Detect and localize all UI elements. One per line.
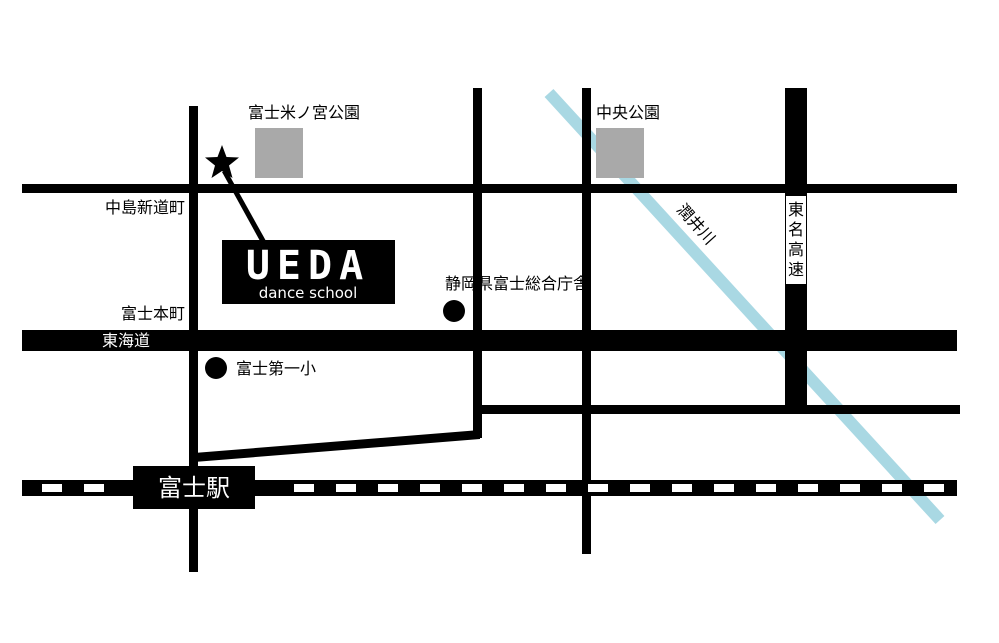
road-east-lower	[475, 405, 960, 414]
railway-dash	[756, 484, 776, 492]
park-fujiyone-label: 富士米ノ宮公園	[248, 103, 360, 122]
street-fuji-honcho-label: 富士本町	[121, 304, 185, 323]
road-west-vertical	[189, 106, 198, 572]
logo-box	[222, 240, 395, 304]
street-tomei-label: 東名高速	[786, 196, 806, 284]
railway-dash	[462, 484, 482, 492]
railway-dash	[42, 484, 62, 492]
logo-subtitle: dance school	[259, 284, 358, 302]
railway-dash	[378, 484, 398, 492]
logo-pointer-line	[222, 171, 266, 241]
star-icon[interactable]	[205, 145, 239, 178]
railway-dash	[294, 484, 314, 492]
station-label: 富士駅	[158, 474, 230, 502]
railway-dash	[672, 484, 692, 492]
park-chuo-label: 中央公園	[596, 103, 660, 122]
railway-dash	[714, 484, 734, 492]
filled-circle-icon	[443, 300, 465, 322]
railway-dash	[546, 484, 566, 492]
railway-dash	[588, 484, 608, 492]
railway-dash	[630, 484, 650, 492]
logo-title: UEDA	[246, 243, 370, 289]
railway-dash	[420, 484, 440, 492]
railway-dash	[882, 484, 902, 492]
station-box	[133, 466, 255, 509]
railway-dash	[798, 484, 818, 492]
road-slanted	[194, 430, 480, 462]
railway-dash	[504, 484, 524, 492]
railway-dashes	[42, 484, 944, 492]
road-east-vertical	[582, 88, 591, 554]
railway-dash	[840, 484, 860, 492]
svg-text:東名高速: 東名高速	[788, 200, 804, 279]
landmark-prefectural-office-label: 静岡県富士総合庁舎	[445, 274, 589, 293]
filled-circle-icon	[205, 357, 227, 379]
railway-dash	[336, 484, 356, 492]
park-chuo-block	[596, 128, 644, 178]
railway-dash	[924, 484, 944, 492]
road-nakajima	[22, 184, 957, 193]
landmark-school-label: 富士第一小	[236, 359, 316, 378]
road-tokaido	[22, 330, 957, 351]
street-tokaido-label: 東海道	[102, 331, 150, 350]
railway-dash	[84, 484, 104, 492]
road-middle-vertical	[473, 88, 482, 438]
park-fujiyone-block	[255, 128, 303, 178]
street-nakajima-label: 中島新道町	[105, 198, 185, 217]
